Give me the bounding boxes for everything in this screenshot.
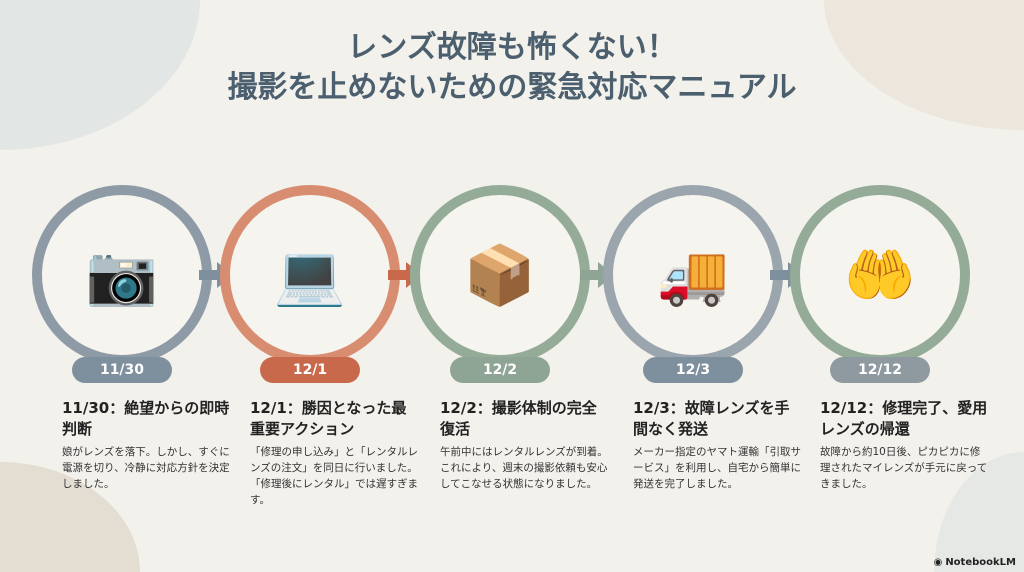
camera-broken-lens-icon: 📷 xyxy=(85,240,159,309)
step-description: 12/12：修理完了、愛用レンズの帰還故障から約10日後、ピカピカに修理されたマ… xyxy=(820,398,990,492)
step-ring xyxy=(32,185,212,365)
date-badge: 12/2 xyxy=(450,357,550,383)
date-badge: 12/1 xyxy=(260,357,360,383)
laptop-phone-icon: 💻 xyxy=(273,240,347,309)
date-badge: 12/12 xyxy=(830,357,930,383)
page-title-line1: レンズ故障も怖くない！ xyxy=(347,30,677,65)
date-badge: 11/30 xyxy=(72,357,172,383)
step-heading: 12/3：故障レンズを手間なく発送 xyxy=(633,399,790,438)
step-circle: 📦 12/2 xyxy=(410,185,590,383)
notebooklm-logo: ◉NotebookLM xyxy=(934,557,1016,568)
step-description: 12/2：撮影体制の完全復活午前中にはレンタルレンズが到着。これにより、週末の撮… xyxy=(440,398,610,492)
step-heading: 12/1：勝因となった最重要アクション xyxy=(250,399,407,438)
date-badge: 12/3 xyxy=(643,357,743,383)
step-circle: 💻 12/1 xyxy=(220,185,400,383)
step-body: 午前中にはレンタルレンズが到着。これにより、週末の撮影依頼も安心してこなせる状態… xyxy=(440,446,608,490)
step-body: 娘がレンズを落下。しかし、すぐに電源を切り、冷静に対応方針を決定しました。 xyxy=(62,446,230,490)
step-body: 「修理の申し込み」と「レンタルレンズの注文」を同日に行いました。「修理後にレンタ… xyxy=(250,446,418,506)
lens-return-icon: 🤲 xyxy=(843,240,917,309)
step-circle: 📷 11/30 xyxy=(32,185,212,383)
step-description: 12/3：故障レンズを手間なく発送メーカー指定のヤマト運輸「引取サービス」を利用… xyxy=(633,398,803,492)
logo-text: NotebookLM xyxy=(945,557,1016,568)
page-title-line2: 撮影を止めないための緊急対応マニュアル xyxy=(227,70,797,105)
step-heading: 11/30：絶望からの即時判断 xyxy=(62,399,230,438)
delivery-icon: 🚚 xyxy=(656,240,730,309)
step-circle: 🚚 12/3 xyxy=(603,185,783,383)
step-heading: 12/12：修理完了、愛用レンズの帰還 xyxy=(820,399,988,438)
step-body: 故障から約10日後、ピカピカに修理されたマイレンズが手元に戻ってきました。 xyxy=(820,446,988,490)
step-circle: 🤲 12/12 xyxy=(790,185,970,383)
step-description: 12/1：勝因となった最重要アクション「修理の申し込み」と「レンタルレンズの注文… xyxy=(250,398,420,508)
step-body: メーカー指定のヤマト運輸「引取サービス」を利用し、自宅から簡単に発送を完了しまし… xyxy=(633,446,801,490)
step-heading: 12/2：撮影体制の完全復活 xyxy=(440,399,597,438)
step-description: 11/30：絶望からの即時判断娘がレンズを落下。しかし、すぐに電源を切り、冷静に… xyxy=(62,398,232,492)
box-lens-icon: 📦 xyxy=(463,240,537,309)
logo-icon: ◉ xyxy=(933,557,943,568)
